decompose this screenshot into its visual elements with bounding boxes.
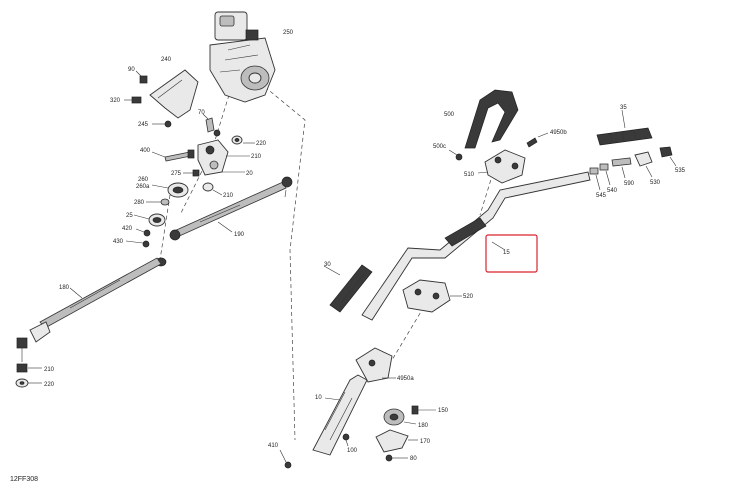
fastener-275 (183, 169, 200, 177)
callout-20[interactable]: 20 (246, 171, 253, 177)
callout-30[interactable]: 30 (324, 262, 331, 268)
fastener-100 (342, 433, 350, 447)
fastener-150 (411, 405, 436, 415)
callout-220-top[interactable]: 220 (256, 141, 267, 147)
callout-420[interactable]: 420 (122, 226, 133, 232)
handlebar-clamp (477, 149, 526, 184)
callout-430[interactable]: 430 (113, 239, 124, 245)
callout-220-bottom[interactable]: 220 (44, 382, 55, 388)
callout-260a[interactable]: 260a (136, 184, 150, 190)
handlebar-grip-right (596, 109, 653, 146)
callout-520[interactable]: 520 (463, 294, 474, 300)
callout-210-mid[interactable]: 210 (223, 193, 234, 199)
pitman-arm-assembly (197, 139, 250, 196)
callout-15[interactable]: 15 (503, 250, 510, 256)
callout-190[interactable]: 190 (234, 232, 245, 238)
assembly-guide-lines (159, 77, 498, 441)
riser-block (402, 279, 462, 313)
callout-500[interactable]: 500 (444, 112, 455, 118)
fastener-4950b (526, 132, 549, 148)
callout-500c[interactable]: 500c (433, 144, 446, 150)
handlebar (361, 171, 591, 321)
fastener-70 (202, 113, 221, 137)
handlebar-guard (464, 89, 519, 149)
callout-80[interactable]: 80 (410, 456, 417, 462)
ring-260 (151, 182, 189, 198)
callout-535[interactable]: 535 (675, 168, 686, 174)
callout-545[interactable]: 545 (596, 193, 607, 199)
fastener-535 (659, 146, 677, 167)
callout-510[interactable]: 510 (464, 172, 475, 178)
callout-410[interactable]: 410 (268, 443, 279, 449)
washer-220-top (231, 135, 255, 145)
callout-275[interactable]: 275 (171, 171, 182, 177)
bushing-25 (133, 213, 166, 227)
drawing-code: 12FF308 (10, 476, 38, 483)
callout-10[interactable]: 10 (315, 395, 322, 401)
callout-250[interactable]: 250 (283, 30, 294, 36)
callout-4950a[interactable]: 4950a (397, 376, 414, 382)
callout-170[interactable]: 170 (420, 439, 431, 445)
steering-column (312, 347, 396, 456)
fastener-90 (135, 70, 148, 84)
power-steering-unit (209, 11, 276, 103)
callout-210-bottom[interactable]: 210 (44, 367, 55, 373)
callout-70[interactable]: 70 (198, 110, 205, 116)
fastener-320 (124, 96, 142, 104)
fastener-540 (599, 163, 611, 186)
callout-590[interactable]: 590 (624, 181, 635, 187)
fastener-590 (611, 157, 632, 179)
handlebar-grip (323, 264, 373, 313)
callout-530[interactable]: 530 (650, 180, 661, 186)
callout-240[interactable]: 240 (161, 57, 172, 63)
callout-35[interactable]: 35 (620, 105, 627, 111)
washer-220-lower (15, 378, 42, 388)
tie-rod-upper (155, 176, 293, 267)
fastener-500c (448, 149, 463, 161)
washer-280 (146, 198, 170, 206)
bearing-clamp-170 (375, 429, 418, 453)
callout-150[interactable]: 150 (438, 408, 449, 414)
callout-100[interactable]: 100 (347, 448, 358, 454)
callout-245[interactable]: 245 (138, 122, 149, 128)
callout-labels: 250 240 90 320 70 245 220 400 210 20 275… (44, 30, 686, 462)
callout-180-right[interactable]: 180 (418, 423, 429, 429)
mounting-bracket (149, 69, 199, 119)
bearing-180 (383, 408, 417, 426)
fastener-545 (589, 167, 601, 191)
fastener-530 (634, 151, 653, 178)
fastener-430 (125, 240, 150, 248)
callout-180-left[interactable]: 180 (59, 285, 70, 291)
callout-400[interactable]: 400 (140, 148, 151, 154)
callout-4950b[interactable]: 4950b (550, 130, 567, 136)
nut-210-lower (16, 363, 42, 373)
fastener-420 (135, 228, 151, 237)
tie-rod-lower (29, 257, 162, 343)
callout-320[interactable]: 320 (110, 98, 121, 104)
callout-25[interactable]: 25 (126, 213, 133, 219)
callout-280[interactable]: 280 (134, 200, 145, 206)
steering-knuckle-end (16, 337, 28, 362)
fastener-410 (279, 449, 292, 469)
highlight-box (485, 234, 538, 273)
callout-260[interactable]: 260 (138, 177, 149, 183)
bolt-400 (151, 149, 195, 162)
callout-540[interactable]: 540 (607, 188, 618, 194)
callout-210-top[interactable]: 210 (251, 154, 262, 160)
fastener-80 (385, 454, 408, 462)
callout-90[interactable]: 90 (128, 67, 135, 73)
fastener-245 (152, 120, 172, 128)
